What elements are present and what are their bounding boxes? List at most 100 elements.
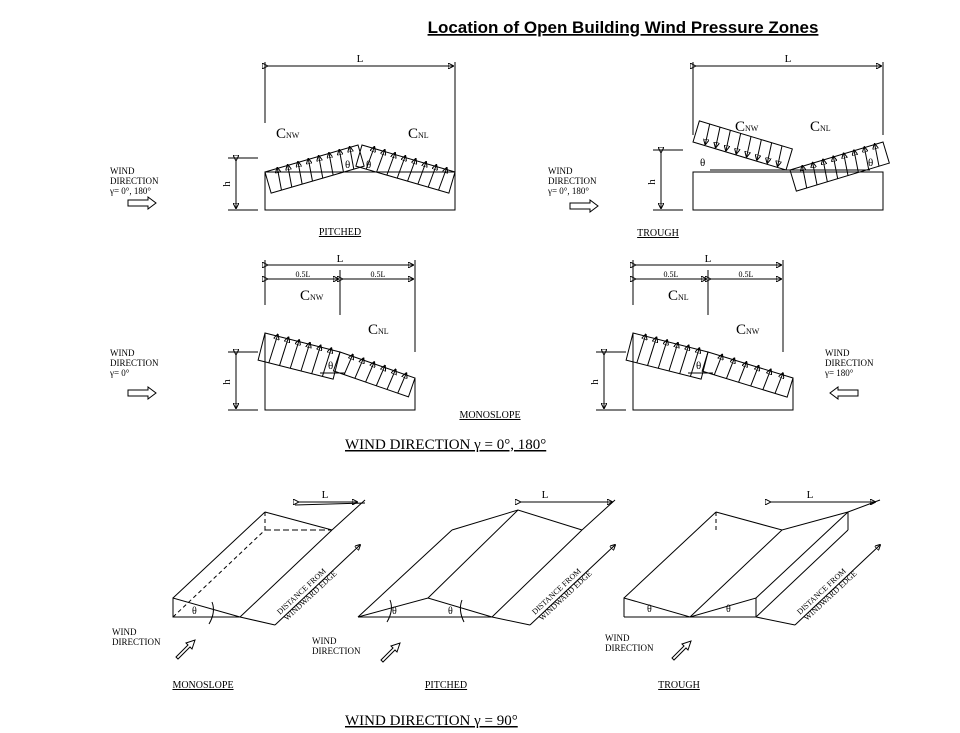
- pressure-arrow: [288, 165, 293, 188]
- pressure-panel: [257, 332, 341, 380]
- iso-pitched: L θ θ DISTANCE FROM WINDWARD EDGE WIND D…: [312, 489, 615, 691]
- theta-label: θ: [366, 159, 371, 171]
- pressure-arrow: [396, 156, 405, 179]
- pressure-arrow: [386, 370, 396, 390]
- wind-label: WIND: [110, 166, 135, 176]
- pressure-panel: [701, 351, 794, 398]
- pressure-arrow: [767, 142, 773, 163]
- pressure-panel: [789, 141, 890, 192]
- pressure-arrow: [864, 147, 870, 170]
- pressure-arrow: [823, 160, 828, 182]
- cnl-label: CNL: [810, 119, 831, 135]
- wind-arrow-right-icon: [127, 386, 157, 400]
- theta-label: θ: [696, 360, 701, 372]
- theta-label: θ: [647, 604, 652, 615]
- pressure-panel: [332, 351, 416, 398]
- iso-monoslope: L θ DISTANCE FROM WINDWARD EDGE WIND DIR…: [112, 489, 366, 691]
- pressure-arrow: [277, 168, 282, 191]
- pressure-arrow: [329, 153, 334, 176]
- pressure-arrow: [375, 366, 385, 386]
- page-title: Location of Open Building Wind Pressure …: [428, 18, 819, 37]
- pressure-arrow: [407, 159, 416, 182]
- pressure-arrow: [813, 163, 818, 185]
- pressure-arrow: [386, 153, 395, 176]
- pressure-arrow: [397, 373, 407, 394]
- building-outline: [692, 171, 884, 211]
- monoslope-left-section: L 0.5L 0.5L h θ CNW CNL WIND DIRECTION γ…: [109, 253, 416, 411]
- length-label: L: [807, 489, 814, 501]
- theta-label: θ: [868, 157, 873, 169]
- theta-label: θ: [328, 360, 333, 372]
- pressure-arrow: [668, 343, 678, 372]
- pressure-arrow: [762, 370, 771, 390]
- trough-label: TROUGH: [637, 228, 679, 239]
- wind-arrow-diagonal-icon: [175, 639, 196, 660]
- wind-label: WIND: [112, 627, 137, 637]
- pitched-section: L h θ θ CNW CNL PITCHED WIND DIRECTION γ…: [109, 53, 456, 238]
- half-length-label: 0.5L: [664, 270, 679, 279]
- wind-label: WIND: [548, 166, 573, 176]
- pressure-arrow: [725, 358, 734, 379]
- pressure-arrow: [778, 145, 783, 166]
- pressure-arrow: [300, 343, 310, 372]
- wind-label: WIND: [825, 348, 850, 358]
- half-length-label: 0.5L: [371, 270, 386, 279]
- length-label: L: [542, 489, 549, 501]
- trough-label: TROUGH: [658, 680, 700, 691]
- theta-label: θ: [700, 157, 705, 169]
- pressure-arrow: [844, 153, 849, 176]
- height-label: h: [646, 179, 658, 185]
- wind-label: DIRECTION: [110, 176, 159, 186]
- section-caption: WIND DIRECTION γ = 90°: [345, 713, 518, 729]
- pressure-arrow: [833, 157, 839, 179]
- pressure-arrow: [636, 335, 646, 364]
- wind-arrow-right-icon: [569, 199, 599, 213]
- length-label: L: [705, 253, 712, 265]
- wind-arrow-right-icon: [127, 196, 157, 210]
- pressure-arrow: [427, 165, 436, 188]
- pressure-arrow: [268, 335, 278, 364]
- height-label: h: [221, 379, 233, 385]
- pressure-arrow: [750, 366, 759, 387]
- pressure-arrow: [354, 358, 364, 379]
- pressure-arrow: [854, 150, 859, 173]
- length-label: L: [337, 253, 344, 265]
- height-label: h: [589, 379, 601, 385]
- pressure-arrow: [365, 362, 375, 383]
- pressure-arrow: [376, 150, 385, 173]
- pressure-arrow: [689, 348, 699, 377]
- pressure-arrow: [757, 139, 762, 160]
- pressure-arrow: [738, 362, 747, 383]
- wind-label: WIND: [605, 633, 630, 643]
- pressure-arrow: [339, 150, 344, 173]
- pressure-arrow: [875, 144, 880, 167]
- pressure-panel: [625, 332, 709, 380]
- wind-label: DIRECTION: [605, 643, 654, 653]
- pressure-arrow: [311, 346, 321, 374]
- pressure-arrow: [726, 130, 731, 150]
- pressure-arrow: [417, 162, 426, 185]
- pressure-arrow: [289, 340, 299, 369]
- pressure-arrow: [679, 346, 689, 374]
- wind-angle-label: γ= 0°: [109, 368, 130, 378]
- wind-arrow-diagonal-icon: [671, 640, 692, 661]
- pressure-arrow: [298, 162, 303, 185]
- monoslope-right-section: L 0.5L 0.5L h θ CNL CNW WIND DIRECTION γ…: [589, 253, 874, 411]
- pressure-arrow: [321, 348, 331, 377]
- pressure-arrow: [657, 340, 667, 369]
- monoslope-label: MONOSLOPE: [172, 680, 233, 691]
- wind-label: DIRECTION: [110, 358, 159, 368]
- pressure-arrow: [350, 147, 355, 170]
- half-length-label: 0.5L: [739, 270, 754, 279]
- pressure-arrow: [774, 373, 783, 394]
- trough-section: L h θ θ CNW CNL TROUGH WIND DIRECTION γ=…: [547, 53, 884, 239]
- theta-label: θ: [448, 606, 453, 617]
- pressure-arrow: [747, 136, 752, 156]
- wind-angle-label: γ= 0°, 180°: [109, 186, 151, 196]
- pressure-arrow: [802, 166, 808, 189]
- height-label: h: [221, 181, 233, 187]
- wind-angle-label: γ= 0°, 180°: [547, 186, 589, 196]
- pressure-arrow: [343, 355, 353, 375]
- pressure-panels: [257, 120, 890, 398]
- pressure-arrow: [716, 127, 721, 147]
